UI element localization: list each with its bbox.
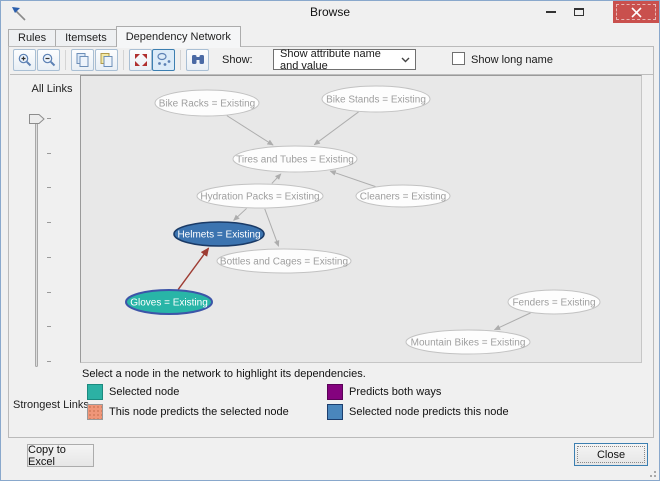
dependency-network-canvas[interactable]: Bike Racks = Existing Bike Stands = Exist…	[80, 75, 642, 363]
node-bike-stands[interactable]: Bike Stands = Existing	[321, 85, 431, 113]
node-hydration-packs[interactable]: Hydration Packs = Existing	[196, 183, 324, 209]
network-svg: Bike Racks = Existing Bike Stands = Exist…	[125, 85, 601, 355]
legend-selected-node: Selected node	[87, 384, 179, 400]
node-label-gloves: Gloves = Existing	[130, 298, 208, 309]
hint-text: Select a node in the network to highligh…	[82, 368, 366, 380]
tab-dependency-network-label: Dependency Network	[125, 31, 231, 43]
edge-fenders-to-mountain-bikes	[493, 312, 531, 331]
node-tires-tubes[interactable]: Tires and Tubes = Existing	[232, 145, 358, 173]
titlebar: Browse	[1, 1, 659, 24]
node-label-mountain-bikes: Mountain Bikes = Existing	[411, 338, 526, 349]
node-label-bike-stands: Bike Stands = Existing	[326, 95, 426, 106]
node-label-tires-tubes: Tires and Tubes = Existing	[236, 155, 354, 166]
close-button-label: Close	[596, 448, 626, 461]
copy-to-excel-button[interactable]: Copy to Excel	[27, 443, 94, 468]
legend-label-selected: Selected node	[109, 386, 180, 398]
show-mode-value: Show attribute name and value	[280, 47, 381, 72]
minimize-button[interactable]	[537, 1, 565, 23]
edge-bike-racks-to-tires-tubes	[226, 115, 274, 146]
close-button[interactable]: Close	[574, 443, 648, 466]
copy-graph-view-button[interactable]	[71, 49, 94, 71]
zoom-out-button[interactable]	[37, 49, 60, 71]
show-long-name-label: Show long name	[471, 54, 553, 66]
node-cleaners[interactable]: Cleaners = Existing	[355, 184, 451, 208]
edge-hydration-packs-to-bottles-cages	[264, 208, 280, 247]
maximize-button[interactable]	[565, 1, 593, 23]
dependency-network-page: Show: Show attribute name and value Show…	[8, 46, 654, 438]
node-links-icon	[156, 52, 170, 66]
tab-dependency-network[interactable]: Dependency Network	[115, 26, 241, 47]
resize-grip[interactable]	[646, 467, 656, 477]
legend-swatch-predicts-selected	[87, 404, 103, 420]
copy-icon	[76, 53, 88, 67]
toolbar-divider	[10, 74, 653, 75]
copy-all-icon	[100, 53, 112, 67]
fit-to-window-button[interactable]	[129, 49, 152, 71]
legend-predicts-selected: This node predicts the selected node	[87, 404, 289, 420]
node-label-hydration-packs: Hydration Packs = Existing	[200, 192, 319, 203]
tab-itemsets-label: Itemsets	[65, 32, 107, 44]
node-helmets[interactable]: Helmets = Existing	[173, 221, 265, 247]
close-button-focus	[577, 446, 645, 463]
copy-entire-graph-button[interactable]	[95, 49, 118, 71]
node-label-bottles-cages: Bottles and Cages = Existing	[220, 257, 348, 268]
zoom-in-button[interactable]	[13, 49, 36, 71]
zoom-out-icon	[42, 53, 55, 67]
show-label: Show:	[222, 54, 253, 66]
improve-layout-button[interactable]	[152, 49, 175, 71]
all-links-label: All Links	[31, 83, 73, 95]
node-bike-racks[interactable]: Bike Racks = Existing	[154, 89, 260, 117]
toolbar-separator	[180, 50, 181, 70]
node-label-helmets: Helmets = Existing	[177, 230, 260, 241]
legend-label-both-ways: Predicts both ways	[349, 386, 442, 398]
close-focus-ring	[616, 4, 656, 20]
binoculars-icon	[191, 55, 204, 64]
copy-to-excel-label: Copy to Excel	[28, 443, 66, 468]
window-title: Browse	[309, 5, 350, 19]
maximize-icon	[574, 8, 584, 16]
node-label-cleaners: Cleaners = Existing	[360, 192, 446, 203]
node-label-fenders: Fenders = Existing	[512, 298, 595, 309]
zoom-in-icon	[18, 53, 31, 67]
tab-itemsets[interactable]: Itemsets	[55, 29, 117, 47]
minimize-icon	[546, 11, 556, 13]
show-long-name-checkbox[interactable]	[452, 52, 465, 65]
edge-cleaners-to-tires-tubes	[329, 170, 376, 188]
node-gloves[interactable]: Gloves = Existing	[125, 289, 213, 315]
links-slider-track[interactable]	[35, 123, 38, 367]
legend-both-ways: Predicts both ways	[327, 384, 441, 400]
links-slider-thumb[interactable]	[29, 114, 45, 124]
node-fenders[interactable]: Fenders = Existing	[507, 289, 601, 315]
strongest-links-label: Strongest Links	[13, 399, 89, 411]
node-bottles-cages[interactable]: Bottles and Cages = Existing	[216, 248, 352, 274]
tab-rules[interactable]: Rules	[8, 29, 57, 47]
legend-label-selected-predicts: Selected node predicts this node	[349, 406, 509, 418]
edge-bike-stands-to-tires-tubes	[313, 111, 359, 146]
edge-hydration-packs-to-helmets	[233, 208, 247, 221]
tab-rules-label: Rules	[18, 32, 47, 44]
node-label-bike-racks: Bike Racks = Existing	[159, 99, 255, 110]
legend-swatch-selected-predicts	[327, 404, 343, 420]
legend-swatch-selected	[87, 384, 103, 400]
toolbar: Show: Show attribute name and value Show…	[9, 47, 653, 75]
tabstrip: Rules Itemsets Dependency Network	[8, 26, 241, 47]
legend-label-predicts-selected: This node predicts the selected node	[109, 406, 289, 418]
show-mode-dropdown[interactable]: Show attribute name and value	[273, 47, 416, 72]
legend-swatch-both-ways	[327, 384, 343, 400]
links-slider-ticks	[47, 118, 53, 368]
edge-gloves-to-helmets	[177, 247, 210, 290]
data-mining-pickaxe-icon	[12, 7, 26, 21]
fit-to-window-icon	[134, 54, 147, 66]
toolbar-separator	[123, 50, 124, 70]
close-window-button[interactable]	[613, 1, 659, 23]
find-node-button[interactable]	[186, 49, 209, 71]
close-icon	[630, 6, 642, 18]
toolbar-separator	[65, 50, 66, 70]
edge-hydration-packs-to-tires-tubes	[271, 173, 282, 184]
chevron-down-icon	[401, 57, 410, 63]
legend-selected-predicts: Selected node predicts this node	[327, 404, 509, 420]
node-mountain-bikes[interactable]: Mountain Bikes = Existing	[405, 329, 531, 355]
